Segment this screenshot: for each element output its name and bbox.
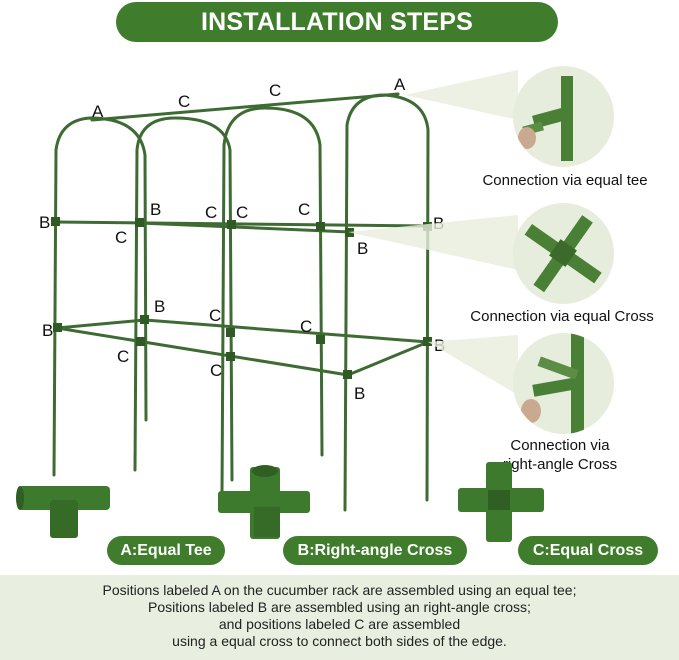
label-c: C	[115, 228, 128, 247]
label-c: C	[209, 306, 222, 325]
right-angle-cross-icon	[521, 333, 584, 434]
label-b: B	[154, 297, 166, 316]
label-c: C	[117, 347, 130, 366]
equal-cross-closeup	[513, 203, 614, 304]
label-c: C	[210, 361, 223, 380]
label-c: C	[205, 203, 218, 222]
equal-cross-icon	[524, 215, 602, 293]
label-b: B	[42, 321, 54, 340]
label-c: C	[178, 92, 191, 111]
label-a: A	[92, 102, 104, 121]
instruction-line: using a equal cross to connect both side…	[172, 633, 507, 649]
connection-caption: Connection via equal Cross	[470, 308, 654, 325]
label-c: C	[298, 200, 311, 219]
equal-tee-icon	[518, 76, 573, 161]
part-label: C:Equal Cross	[518, 536, 658, 565]
instruction-line: and positions labeled C are assembled	[218, 616, 461, 632]
arch-3	[220, 106, 324, 497]
label-b: B	[357, 239, 369, 258]
equal-tee-closeup	[513, 66, 614, 167]
part-label: A:Equal Tee	[107, 536, 225, 565]
equal-cross-part	[458, 462, 544, 542]
label-b: B	[39, 213, 51, 232]
label-a: A	[394, 75, 406, 94]
instructions-footer: Positions labeled A on the cucumber rack…	[0, 575, 679, 660]
right-angle-cross-closeup	[513, 333, 614, 434]
label-c: C	[300, 317, 313, 336]
arch-1	[52, 116, 148, 477]
instruction-line: Positions labeled A on the cucumber rack…	[102, 582, 577, 598]
title-banner: INSTALLATION STEPS	[116, 2, 558, 42]
connection-caption: Connection via right-angle Cross	[502, 437, 618, 473]
part-label: B:Right-angle Cross	[283, 536, 467, 565]
right-angle-cross-part	[218, 465, 310, 539]
equal-tee-part	[16, 486, 110, 538]
label-c: C	[236, 203, 249, 222]
page-title: INSTALLATION STEPS	[200, 7, 474, 36]
connection-caption: Connection via equal tee	[482, 172, 648, 189]
label-b: B	[150, 200, 162, 219]
label-c: C	[269, 81, 282, 100]
label-b: B	[354, 384, 366, 403]
instruction-line: Positions labeled B are assembled using …	[148, 599, 531, 615]
